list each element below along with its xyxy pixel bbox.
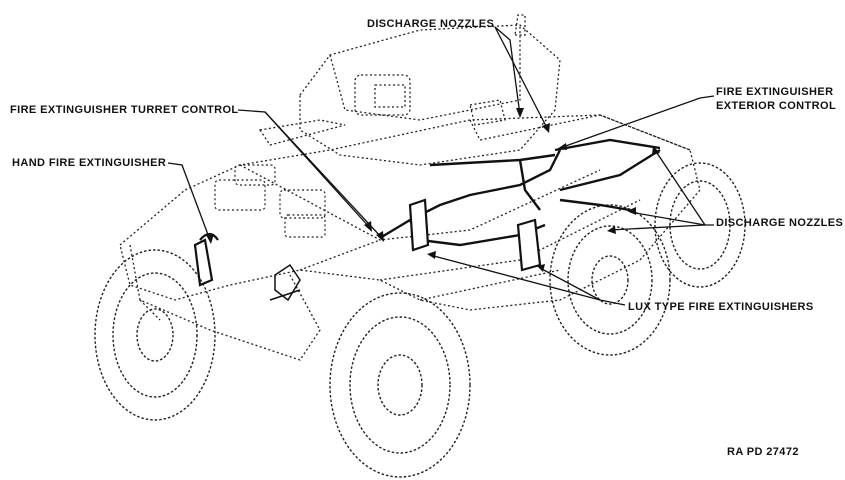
star-insignia bbox=[269, 263, 301, 302]
discharge-nozzles-top-label: DISCHARGE NOZZLES bbox=[367, 18, 495, 30]
hatches bbox=[214, 164, 326, 238]
turret-outline bbox=[258, 14, 561, 166]
figure-reference: RA PD 27472 bbox=[727, 446, 799, 458]
hull-outline bbox=[119, 114, 701, 361]
hand-extinguisher-label: HAND FIRE EXTINGUISHER bbox=[12, 157, 167, 169]
leader-lines bbox=[167, 26, 715, 306]
lux-extinguishers-label: LUX TYPE FIRE EXTINGUISHERS bbox=[628, 301, 814, 313]
wheels bbox=[94, 162, 746, 478]
lux-extinguisher-cylinders bbox=[408, 198, 542, 272]
arrowheads bbox=[206, 108, 660, 272]
discharge-nozzles-right-label: DISCHARGE NOZZLES bbox=[716, 217, 844, 229]
exterior-control-label-line1: FIRE EXTINGUISHER bbox=[716, 86, 834, 98]
turret-control-label: FIRE EXTINGUISHER TURRET CONTROL bbox=[10, 104, 239, 116]
hand-extinguisher-shape bbox=[193, 232, 219, 287]
exterior-control-label-line2: EXTERIOR CONTROL bbox=[716, 100, 837, 112]
